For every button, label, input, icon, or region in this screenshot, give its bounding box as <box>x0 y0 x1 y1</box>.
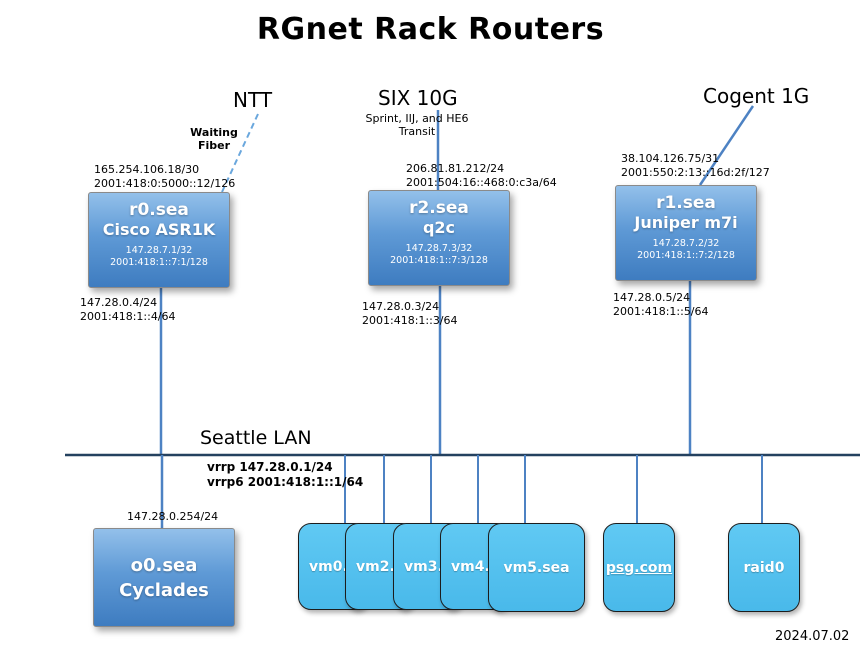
router-r1-loopback: 147.28.7.2/32 2001:418:1::7:2/128 <box>637 238 735 261</box>
router-r2-loopback: 147.28.7.3/32 2001:418:1::7:3/128 <box>390 243 488 266</box>
server-psg: psg.com <box>603 523 675 612</box>
router-r2: r2.sea q2c 147.28.7.3/32 2001:418:1::7:3… <box>368 190 510 286</box>
lan-vrrp-addresses: vrrp 147.28.0.1/24 vrrp6 2001:418:1::1/6… <box>207 460 364 489</box>
r0-uplink-ips: 165.254.106.18/30 2001:418:0:5000::12/12… <box>94 163 236 190</box>
waiting-fiber-note: Waiting Fiber <box>190 126 238 152</box>
r2-uplink-ips: 206.81.81.212/24 2001:504:16::468:0:c3a/… <box>406 162 557 189</box>
server-vm4-label: vm4. <box>451 558 490 575</box>
router-r1-model: Juniper m7i <box>634 213 738 232</box>
console-o0-name: o0.sea <box>130 554 198 576</box>
lan-label: Seattle LAN <box>200 427 312 449</box>
link-cogent-r1 <box>698 105 755 186</box>
server-vm5-label: vm5.sea <box>503 559 570 576</box>
console-o0: o0.sea Cyclades <box>93 528 235 627</box>
server-vm5: vm5.sea <box>488 523 585 612</box>
server-vm0-label: vm0. <box>309 558 348 575</box>
router-r0-name: r0.sea <box>129 200 189 220</box>
server-vm3-label: vm3. <box>404 558 443 575</box>
server-raid0-label: raid0 <box>743 559 785 576</box>
uplink-cogent-label: Cogent 1G <box>703 84 810 108</box>
r1-lan-ips: 147.28.0.5/24 2001:418:1::5/64 <box>613 291 709 318</box>
server-raid0: raid0 <box>728 523 800 612</box>
router-r1-name: r1.sea <box>656 193 716 213</box>
uplink-ntt-label: NTT <box>233 88 273 112</box>
uplink-six-note: Sprint, IIJ, and HE6 Transit <box>365 112 469 138</box>
router-r0-loopback: 147.28.7.1/32 2001:418:1::7:1/128 <box>110 245 208 268</box>
r2-lan-ips: 147.28.0.3/24 2001:418:1::3/64 <box>362 300 458 327</box>
o0-ip: 147.28.0.254/24 <box>127 510 219 523</box>
uplink-six-label: SIX 10G <box>378 86 458 110</box>
router-r0: r0.sea Cisco ASR1K 147.28.7.1/32 2001:41… <box>88 192 230 288</box>
link-ntt-r0-dashed <box>221 113 259 193</box>
router-r1: r1.sea Juniper m7i 147.28.7.2/32 2001:41… <box>615 185 757 281</box>
date-stamp: 2024.07.02 <box>775 629 850 644</box>
server-psg-label: psg.com <box>605 559 673 576</box>
router-r0-model: Cisco ASR1K <box>102 220 216 239</box>
page-title: RGnet Rack Routers <box>256 12 605 47</box>
router-r2-model: q2c <box>422 218 456 237</box>
console-o0-model: Cyclades <box>119 579 209 601</box>
r0-lan-ips: 147.28.0.4/24 2001:418:1::4/64 <box>80 296 176 323</box>
r1-uplink-ips: 38.104.126.75/31 2001:550:2:13::16d:2f/1… <box>621 152 770 179</box>
server-vm2-label: vm2. <box>356 558 395 575</box>
router-r2-name: r2.sea <box>409 198 469 218</box>
